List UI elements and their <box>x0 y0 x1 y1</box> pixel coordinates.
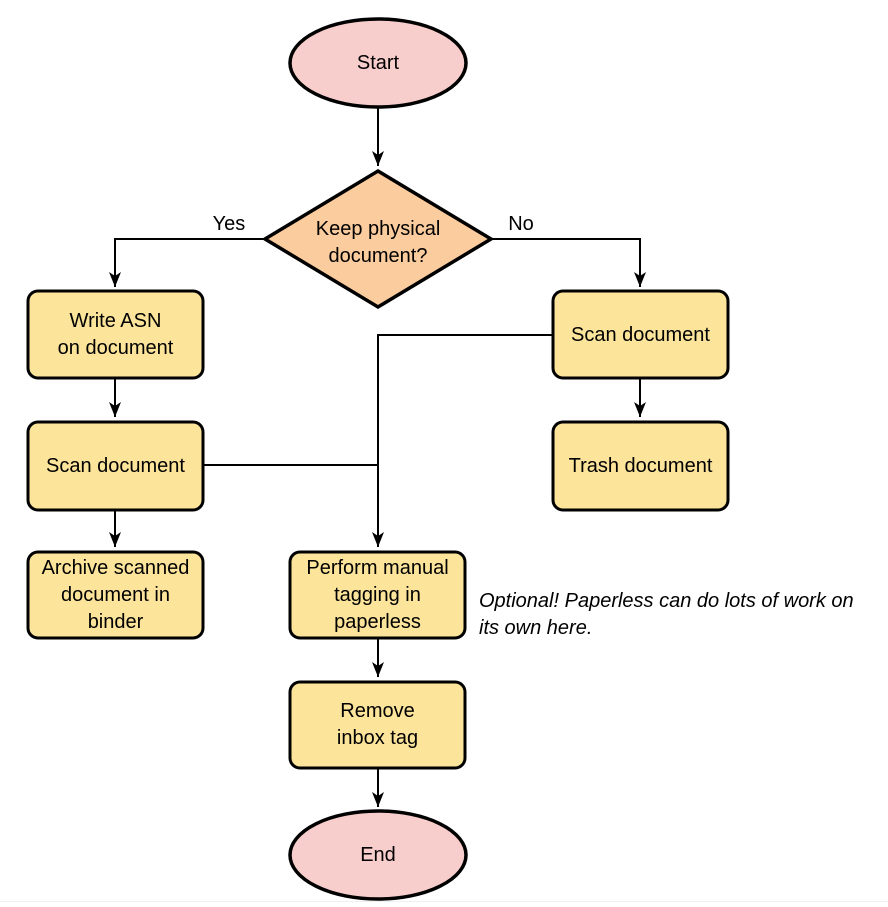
edge-label-no: No <box>508 212 534 235</box>
tagging-node-label: Perform manual tagging in paperless <box>306 556 449 633</box>
start-node-label: Start <box>356 51 400 74</box>
start-node-shape <box>288 17 468 109</box>
write-asn-node-label: Write ASN on document <box>57 310 174 359</box>
scan-right-node-shape <box>551 289 730 380</box>
end-node-label: End <box>360 843 396 866</box>
remove-inbox-node-shape <box>288 680 467 770</box>
decision-node-label: Keep physical document? <box>315 218 441 267</box>
scan-left-node-shape <box>26 420 205 512</box>
edge-decision-no-to-scan-right <box>490 238 646 287</box>
edge-label-yes: Yes <box>212 212 246 235</box>
scan-right-node-label: Scan document <box>571 323 710 346</box>
tagging-node-shape <box>288 550 467 640</box>
write-asn-node-shape <box>26 289 205 380</box>
end-node-shape <box>288 809 468 901</box>
archive-node-label: Archive scanned document in binder <box>41 556 190 633</box>
remove-inbox-node-label: Remove inbox tag <box>336 700 419 749</box>
scan-left-node-label: Scan document <box>46 454 185 477</box>
trash-node-shape <box>551 420 730 512</box>
optional-annotation: Optional! Paperless can do lots of work … <box>479 590 854 639</box>
edge-decision-yes-to-write-asn <box>109 238 266 287</box>
bottom-divider <box>0 901 888 902</box>
decision-node-shape <box>261 168 495 310</box>
trash-node-label: Trash document <box>568 454 713 477</box>
edge-scan-right-to-tagging <box>372 334 553 547</box>
archive-node-shape <box>26 550 205 640</box>
